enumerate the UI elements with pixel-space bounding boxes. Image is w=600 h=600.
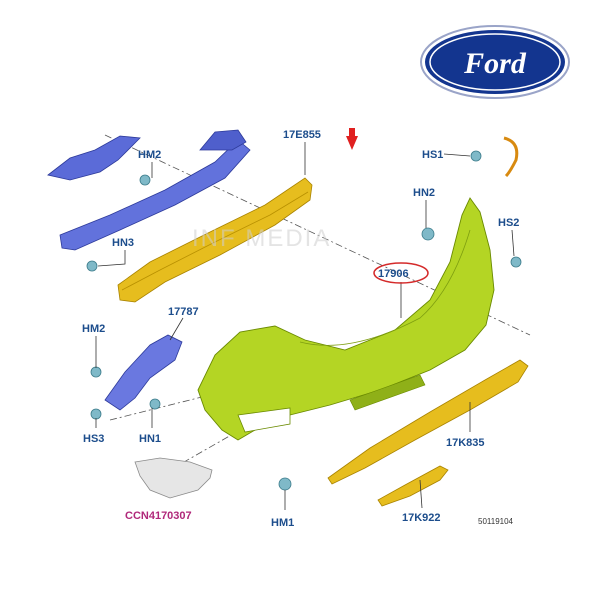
leader-lines bbox=[95, 142, 515, 510]
label-hs3: HS3 bbox=[83, 433, 104, 445]
label-reinforcement: 17E855 bbox=[283, 129, 321, 141]
label-bracket: 17787 bbox=[168, 306, 199, 318]
label-hn2: HN2 bbox=[413, 187, 435, 199]
trim-strip bbox=[377, 465, 449, 507]
label-hn3: HN3 bbox=[112, 237, 134, 249]
side-bracket bbox=[104, 334, 183, 411]
assembly-axis-lower bbox=[109, 394, 211, 421]
label-deflector: CCN4170307 bbox=[125, 510, 192, 522]
bumper-cover-callout-ring bbox=[373, 262, 429, 284]
label-hm1: HM1 bbox=[271, 517, 294, 529]
label-strip: 17K922 bbox=[402, 512, 441, 524]
label-hn1: HN1 bbox=[139, 433, 161, 445]
deflector bbox=[134, 457, 213, 499]
label-hm2-top: HM2 bbox=[138, 149, 161, 161]
direction-arrow-icon bbox=[346, 128, 358, 150]
reinforcement-bar bbox=[117, 177, 313, 303]
label-hm2-left: HM2 bbox=[82, 323, 105, 335]
watermark: INF MEDIA bbox=[192, 225, 331, 252]
ford-logo: Ford bbox=[420, 25, 570, 99]
bumper-cover bbox=[197, 197, 495, 441]
diagram-code: 50119104 bbox=[478, 517, 514, 526]
blue-energy-absorber bbox=[47, 129, 251, 251]
valance bbox=[327, 359, 529, 485]
tail-edge bbox=[503, 136, 519, 178]
ford-logo-text: Ford bbox=[463, 47, 527, 80]
label-hs2: HS2 bbox=[498, 217, 519, 229]
assembly-axis-deflector bbox=[169, 429, 241, 471]
label-valance: 17K835 bbox=[446, 437, 485, 449]
label-bumper-cover: 17906 bbox=[378, 268, 409, 280]
label-hs1: HS1 bbox=[422, 149, 443, 161]
